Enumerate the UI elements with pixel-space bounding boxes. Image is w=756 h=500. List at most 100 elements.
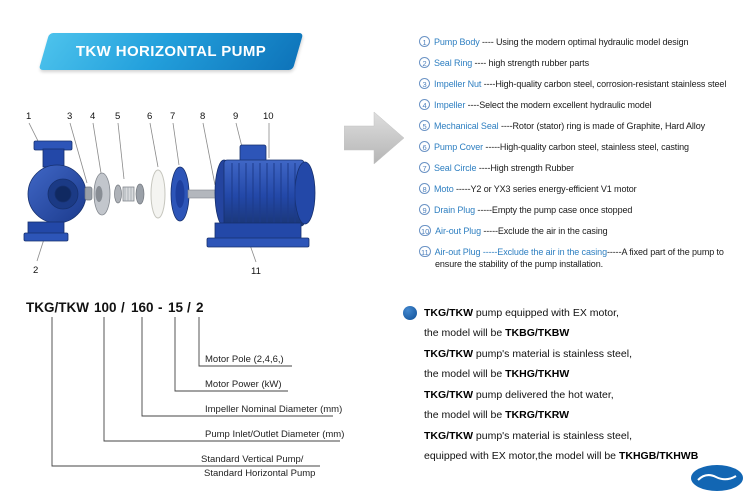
part-number-icon: 3 bbox=[419, 78, 430, 89]
part-number-icon: 9 bbox=[419, 204, 430, 215]
part-name: Impeller bbox=[434, 100, 466, 110]
part-list-item-4: 4 Impeller ----Select the modern excellen… bbox=[419, 99, 753, 111]
diagram-label-6: 6 bbox=[147, 111, 152, 122]
model-token-slash1: / bbox=[121, 300, 125, 315]
part-name: Impeller Nut bbox=[434, 79, 482, 89]
diagram-label-2: 2 bbox=[33, 265, 38, 276]
part-number-icon: 5 bbox=[419, 120, 430, 131]
part-list-item-6: 6 Pump Cover -----High-quality carbon ste… bbox=[419, 141, 753, 153]
part-name: Air-out Plug bbox=[435, 226, 481, 236]
note-line: the model will be TKRG/TKRW bbox=[424, 409, 570, 421]
model-token-impeller: 160 bbox=[131, 300, 154, 315]
note-line: the model will be TKBG/TKBW bbox=[424, 327, 570, 339]
brand-logo bbox=[691, 465, 743, 491]
model-annotation-pole: Motor Pole (2,4,6,) bbox=[205, 354, 284, 365]
part-number-icon: 1 bbox=[419, 36, 430, 47]
note-hot-water: TKG/TKW pump delivered the hot water, th… bbox=[424, 385, 754, 425]
part-list-item-3: 3 Impeller Nut ----High-quality carbon st… bbox=[419, 78, 753, 90]
part-description: ----Select the modern excellent hydrauli… bbox=[465, 100, 652, 110]
note-stainless: TKG/TKW pump's material is stainless ste… bbox=[424, 344, 754, 384]
note-stainless-ex: TKG/TKW pump's material is stainless ste… bbox=[424, 426, 754, 466]
part-description: -----High-quality carbon steel, stainles… bbox=[483, 142, 689, 152]
diagram-label-1: 1 bbox=[26, 111, 31, 122]
part-description: -----Y2 or YX3 series energy-efficient V… bbox=[453, 184, 637, 194]
part-number-icon: 2 bbox=[419, 57, 430, 68]
motor-base-shape bbox=[206, 222, 310, 248]
diagram-label-10: 10 bbox=[263, 111, 274, 122]
impeller-nut-shape bbox=[84, 186, 93, 201]
part-name: Drain Plug bbox=[434, 205, 476, 215]
mechanical-seal-shape bbox=[114, 183, 145, 205]
seal-circle-shape bbox=[150, 169, 166, 219]
part-name: Moto bbox=[434, 184, 454, 194]
model-notes: TKG/TKW pump equipped with EX motor, the… bbox=[403, 303, 754, 467]
part-number-icon: 4 bbox=[419, 99, 430, 110]
note-line: the model will be TKHG/TKHW bbox=[424, 368, 570, 380]
arrow-right-icon bbox=[344, 111, 405, 165]
pump-body-shape bbox=[23, 140, 87, 242]
part-description: -----Exclude the air in the casing bbox=[480, 226, 608, 236]
diagram-label-7: 7 bbox=[170, 111, 175, 122]
part-list-item-8: 8 Moto -----Y2 or YX3 series energy-effic… bbox=[419, 183, 753, 195]
part-list-item-1: 1 Pump Body ---- Using the modern optimal… bbox=[419, 36, 753, 48]
diagram-label-3: 3 bbox=[67, 111, 72, 122]
part-mid: -----Exclude the air in the casing bbox=[480, 247, 607, 257]
model-annotation-series-2: Standard Horizontal Pump bbox=[204, 468, 315, 479]
note-line: TKG/TKW pump's material is stainless ste… bbox=[424, 430, 632, 442]
model-token-power: 15 bbox=[168, 300, 184, 315]
model-token-slash2: / bbox=[187, 300, 191, 315]
model-annotation-impeller: Impeller Nominal Diameter (mm) bbox=[205, 404, 342, 415]
note-line: TKG/TKW pump delivered the hot water, bbox=[424, 389, 614, 401]
diagram-label-5: 5 bbox=[115, 111, 120, 122]
diagram-label-8: 8 bbox=[200, 111, 205, 122]
part-name: Mechanical Seal bbox=[434, 121, 499, 131]
part-description: -----Empty the pump case once stopped bbox=[475, 205, 633, 215]
part-description: -----A fixed part of the pump to ensure … bbox=[435, 247, 724, 269]
motor-shape bbox=[214, 144, 316, 227]
page-title: TKW HORIZONTAL PUMP bbox=[75, 43, 267, 60]
part-description: ----High-quality carbon steel, corrosion… bbox=[481, 79, 727, 89]
model-token-dash: - bbox=[158, 300, 163, 315]
model-annotation-power: Motor Power (kW) bbox=[205, 379, 282, 390]
note-ex-motor: TKG/TKW pump equipped with EX motor, the… bbox=[424, 303, 754, 343]
parts-list: 1 Pump Body ---- Using the modern optimal… bbox=[419, 36, 753, 279]
part-list-item-5: 5 Mechanical Seal ----Rotor (stator) ring… bbox=[419, 120, 753, 132]
part-number-icon: 7 bbox=[419, 162, 430, 173]
part-number-icon: 10 bbox=[419, 225, 432, 236]
title-banner: TKW HORIZONTAL PUMP bbox=[38, 33, 304, 70]
part-number-icon: 6 bbox=[419, 141, 430, 152]
model-annotation-inlet: Pump Inlet/Outlet Diameter (mm) bbox=[205, 429, 344, 440]
part-number-icon: 8 bbox=[419, 183, 430, 194]
model-code-diagram: TKG/TKW 100 / 160 - 15 / 2 Motor Pole (2… bbox=[26, 300, 344, 479]
diagram-label-11: 11 bbox=[251, 266, 261, 277]
pump-cover-shape bbox=[170, 166, 190, 222]
part-name: Seal Circle bbox=[434, 163, 477, 173]
model-token-pole: 2 bbox=[196, 300, 204, 315]
part-description: ---- high strength rubber parts bbox=[472, 58, 590, 68]
bullet-icon bbox=[403, 306, 417, 320]
part-list-item-9: 9 Drain Plug -----Empty the pump case onc… bbox=[419, 204, 753, 216]
part-list-item-7: 7 Seal Circle ----High strength Rubber bbox=[419, 162, 753, 174]
model-token-series: TKG/TKW bbox=[26, 300, 89, 315]
diagram-label-9: 9 bbox=[233, 111, 238, 122]
model-annotation-series-1: Standard Vertical Pump/ bbox=[201, 454, 304, 465]
part-name: Seal Ring bbox=[434, 58, 473, 68]
model-connector-lines bbox=[51, 317, 340, 467]
pump-exploded-diagram: 1 3 4 5 6 7 8 9 10 2 11 bbox=[23, 111, 316, 277]
part-description: ---- Using the modern optimal hydraulic … bbox=[479, 37, 689, 47]
part-number-icon: 11 bbox=[419, 246, 431, 257]
note-line: TKG/TKW pump's material is stainless ste… bbox=[424, 348, 632, 360]
part-description: ----High strength Rubber bbox=[476, 163, 574, 173]
impeller-shape bbox=[93, 172, 111, 216]
note-line: equipped with EX motor,the model will be… bbox=[424, 450, 699, 462]
part-name: Pump Cover bbox=[434, 142, 484, 152]
part-name: Pump Body bbox=[434, 37, 480, 47]
part-list-item-2: 2 Seal Ring ---- high strength rubber par… bbox=[419, 57, 753, 69]
diagram-label-4: 4 bbox=[90, 111, 95, 122]
part-description: ----Rotor (stator) ring is made of Graph… bbox=[498, 121, 706, 131]
part-name: Air-out Plug bbox=[434, 247, 481, 257]
model-token-inlet: 100 bbox=[94, 300, 117, 315]
